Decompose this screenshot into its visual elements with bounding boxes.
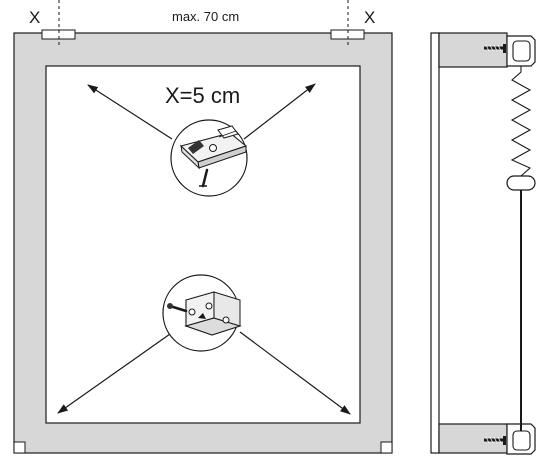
arrow-bottom-right <box>239 331 351 415</box>
bottom-right-tab <box>380 441 393 454</box>
bottom-screw-icon <box>484 436 506 445</box>
bottom-bracket-clip-icon <box>162 274 242 352</box>
window-pane <box>45 65 361 424</box>
margin-value-label: X=5 cm <box>165 83 240 108</box>
max-width-label: max. 70 cm <box>172 9 239 24</box>
bottom-clip-inner <box>512 430 531 451</box>
side-frame-strip <box>430 32 440 454</box>
cord-stopper <box>506 175 536 191</box>
side-top-rail <box>438 32 508 68</box>
front-view: X X max. 70 cm X=5 cm <box>13 0 393 454</box>
bottom-left-tab <box>13 441 26 454</box>
side-view <box>430 32 536 455</box>
arrow-bottom-left <box>57 333 171 414</box>
arrow-top-right <box>243 83 316 140</box>
top-clip-inner <box>512 40 531 62</box>
arrow-top-left <box>87 84 173 140</box>
top-bracket-clip-icon <box>170 119 248 197</box>
top-screw-icon <box>484 44 506 53</box>
left-margin-label: X <box>29 8 40 27</box>
tension-spring-icon <box>510 66 532 177</box>
right-margin-label: X <box>364 8 375 27</box>
